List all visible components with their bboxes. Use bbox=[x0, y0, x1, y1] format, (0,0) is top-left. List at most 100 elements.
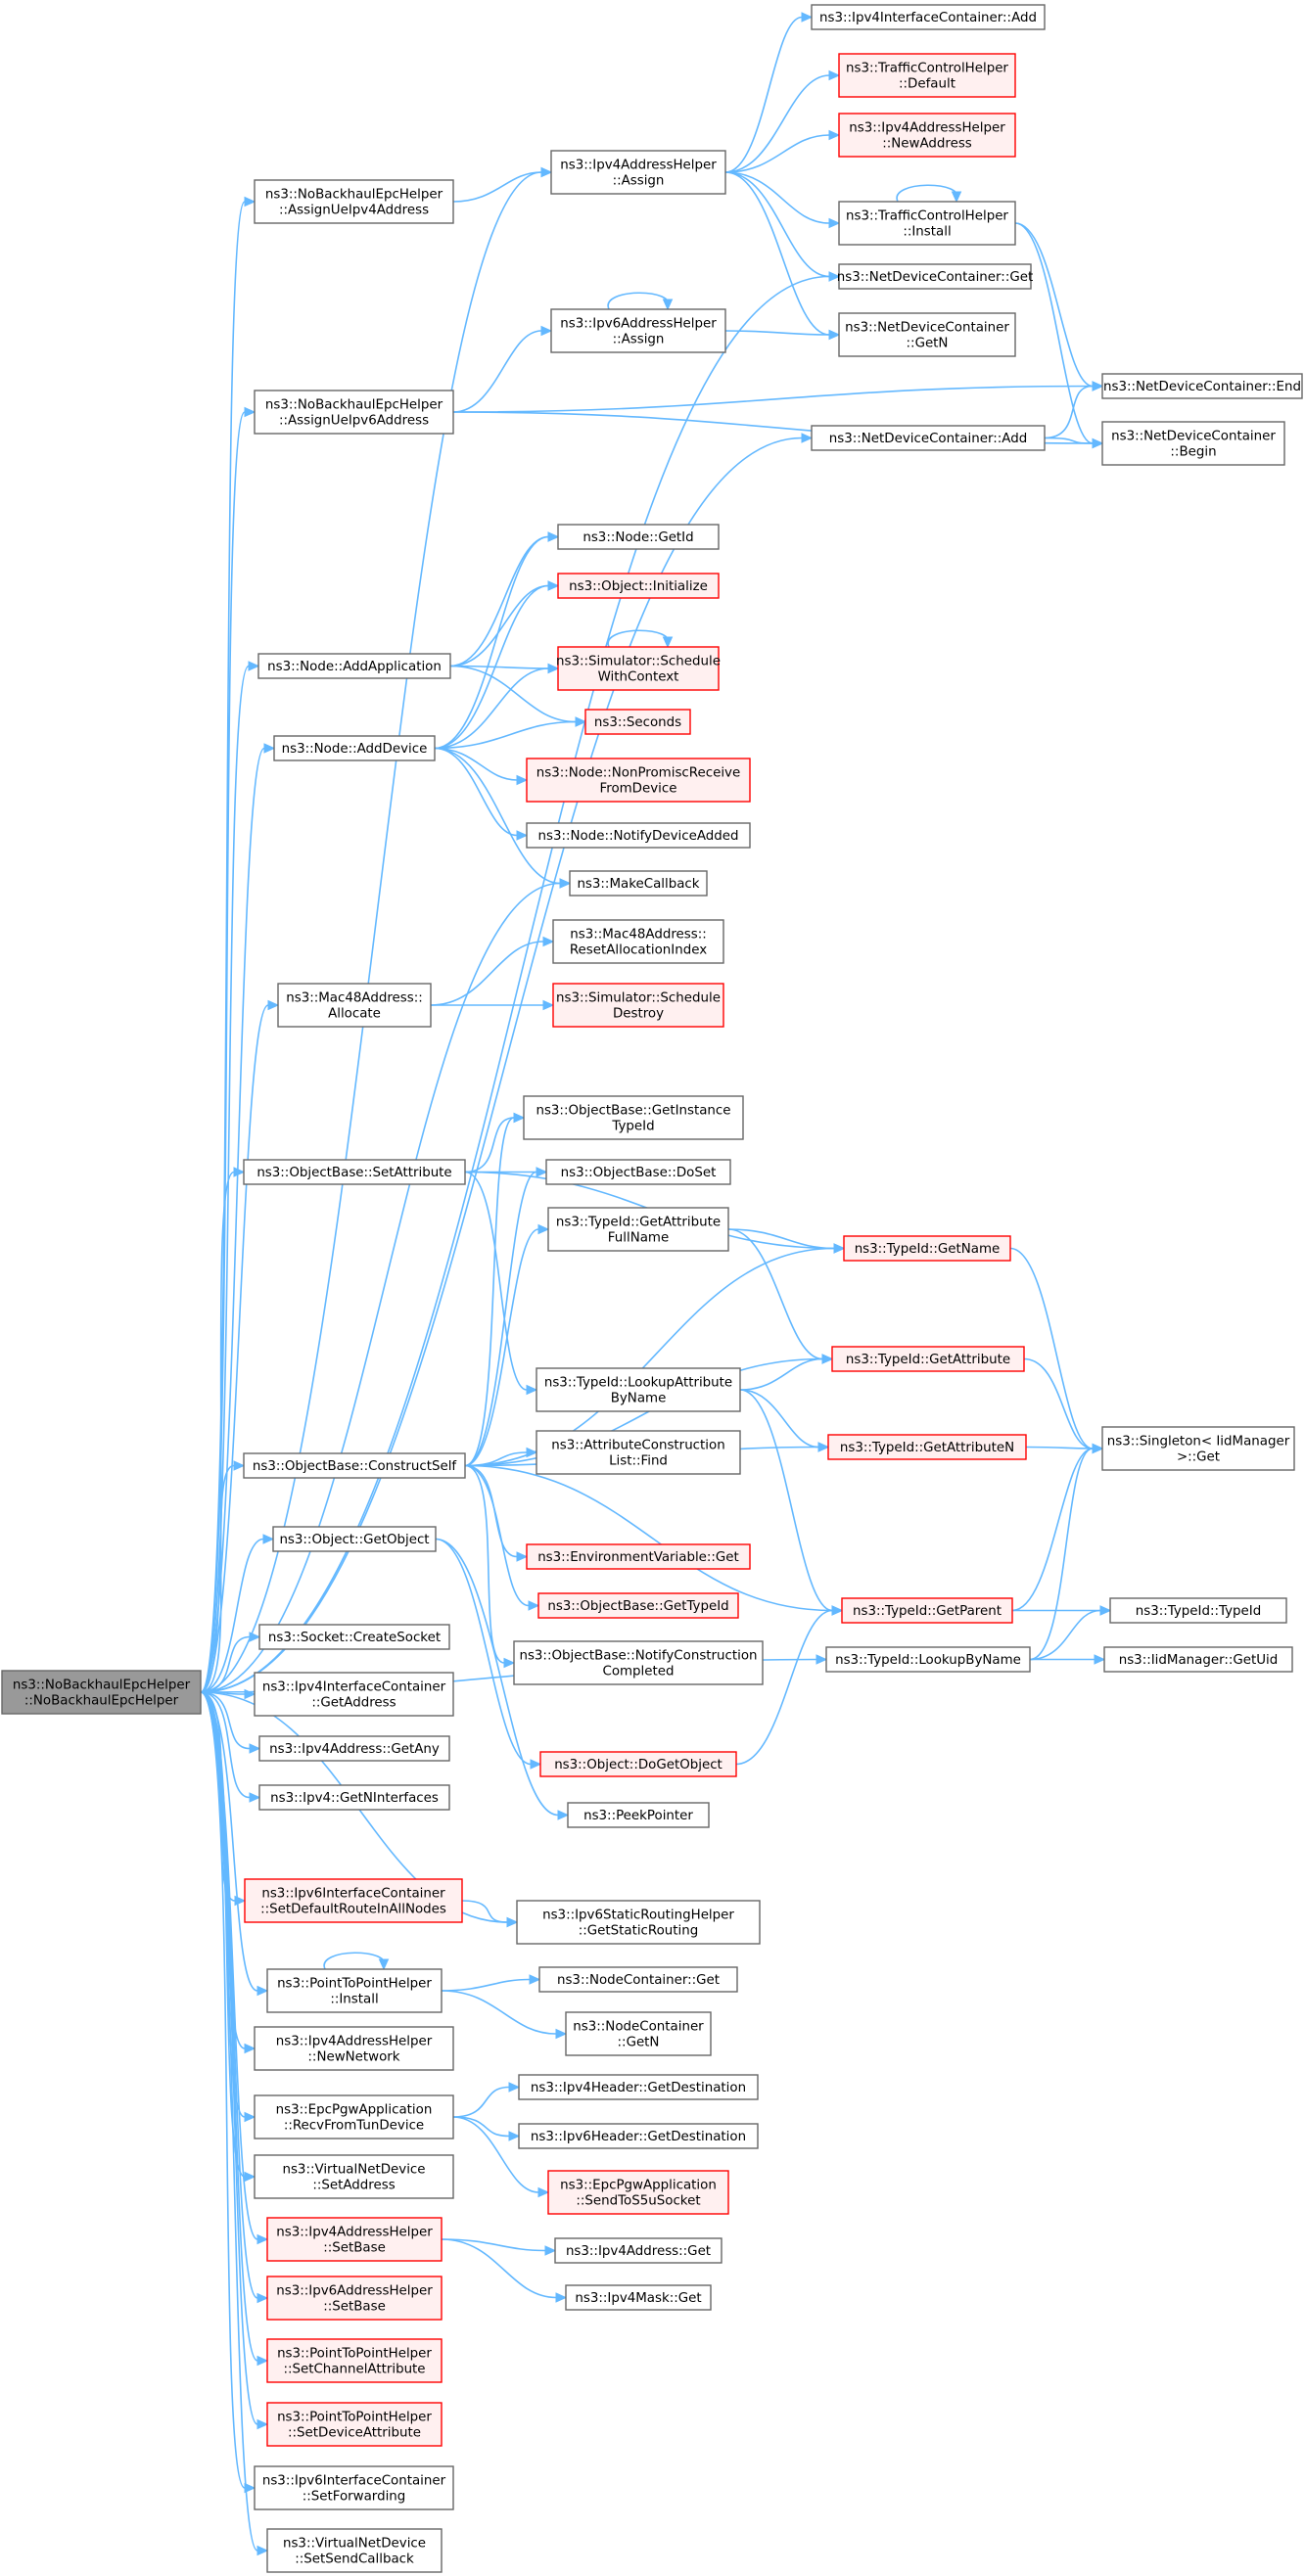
node-ns3-netdevicecontainer-add[interactable]: ns3::NetDeviceContainer::Add bbox=[811, 425, 1046, 451]
node-label: WithContext bbox=[598, 670, 679, 685]
node-ns3-pointtopointhelper-setdeviceattribute[interactable]: ns3::PointToPointHelper::SetDeviceAttrib… bbox=[266, 2402, 443, 2447]
edge-n35-n43 bbox=[464, 1464, 516, 1669]
node-ns3-node-adddevice[interactable]: ns3::Node::AddDevice bbox=[273, 735, 436, 761]
node-ns3-environmentvariable-get[interactable]: ns3::EnvironmentVariable::Get bbox=[526, 1543, 751, 1570]
node-ns3-ipv4-getninterfaces[interactable]: ns3::Ipv4::GetNInterfaces bbox=[258, 1784, 450, 1811]
edge-root-n10 bbox=[200, 406, 256, 1693]
node-ns3-socket-createsocket[interactable]: ns3::Socket::CreateSocket bbox=[258, 1624, 450, 1650]
node-ns3-ipv4addresshelper-assign[interactable]: ns3::Ipv4AddressHelper::Assign bbox=[550, 150, 726, 195]
node-ns3-netdevicecontainer-getn[interactable]: ns3::NetDeviceContainer::GetN bbox=[838, 312, 1016, 357]
node-label: ::GetStaticRouting bbox=[579, 1924, 699, 1939]
node-ns3-typeid-getattribute[interactable]: ns3::TypeId::GetAttribute bbox=[831, 1346, 1025, 1372]
node-ns3-typeid-typeid[interactable]: ns3::TypeId::TypeId bbox=[1109, 1597, 1287, 1624]
node-label: ns3::Ipv4Address::Get bbox=[566, 2244, 711, 2259]
node-ns3-ipv6header-getdestination[interactable]: ns3::Ipv6Header::GetDestination bbox=[518, 2123, 759, 2149]
node-ns3-ipv4mask-get[interactable]: ns3::Ipv4Mask::Get bbox=[565, 2284, 712, 2311]
node-label: ::SetBase bbox=[323, 2241, 386, 2256]
node-ns3-objectbase-setattribute[interactable]: ns3::ObjectBase::SetAttribute bbox=[243, 1159, 466, 1185]
node-label: ns3::NetDeviceContainer bbox=[845, 321, 1009, 336]
node-ns3-epcpgwapplication-sendtos5usocket[interactable]: ns3::EpcPgwApplication::SendToS5uSocket bbox=[547, 2170, 729, 2215]
node-ns3-typeid-lookupbyname[interactable]: ns3::TypeId::LookupByName bbox=[825, 1646, 1031, 1673]
node-ns3-ipv6staticroutinghelper-getstaticrouting[interactable]: ns3::Ipv6StaticRoutingHelper::GetStaticR… bbox=[516, 1900, 761, 1945]
node-ns3-pointtopointhelper-install[interactable]: ns3::PointToPointHelper::Install bbox=[266, 1968, 443, 2013]
node-ns3-typeid-getattributen[interactable]: ns3::TypeId::GetAttributeN bbox=[827, 1434, 1027, 1460]
node-ns3-object-getobject[interactable]: ns3::Object::GetObject bbox=[272, 1526, 437, 1552]
node-box bbox=[545, 1159, 731, 1185]
node-label: ns3::PeekPointer bbox=[583, 1809, 693, 1823]
node-label: ns3::Ipv6InterfaceContainer bbox=[262, 2474, 446, 2489]
node-box bbox=[838, 113, 1016, 158]
node-ns3-virtualnetdevice-setaddress[interactable]: ns3::VirtualNetDevice::SetAddress bbox=[254, 2154, 454, 2199]
node-ns3-netdevicecontainer-begin[interactable]: ns3::NetDeviceContainer::Begin bbox=[1101, 421, 1285, 466]
node-ns3-trafficcontrolhelper-default[interactable]: ns3::TrafficControlHelper::Default bbox=[838, 53, 1016, 98]
node-ns3-objectbase-doset[interactable]: ns3::ObjectBase::DoSet bbox=[545, 1159, 731, 1185]
node-label: ns3::Ipv4InterfaceContainer bbox=[262, 1680, 446, 1695]
node-ns3-typeid-getparent[interactable]: ns3::TypeId::GetParent bbox=[841, 1597, 1013, 1624]
edge-n17-n17 bbox=[607, 629, 674, 649]
node-ns3-nobackhaulepchelper-assignueipv6address[interactable]: ns3::NoBackhaulEpcHelper::AssignUeIpv6Ad… bbox=[254, 390, 454, 435]
node-ns3-singleton-iidmanager-get[interactable]: ns3::Singleton< IidManager>::Get bbox=[1101, 1426, 1295, 1471]
node-ns3-makecallback[interactable]: ns3::MakeCallback bbox=[569, 870, 708, 897]
edge-root-n49 bbox=[200, 1691, 261, 1803]
node-ns3-netdevicecontainer-get[interactable]: ns3::NetDeviceContainer::Get bbox=[837, 263, 1033, 290]
node-ns3-object-dogetobject[interactable]: ns3::Object::DoGetObject bbox=[539, 1751, 737, 1777]
node-ns3-ipv6interfacecontainer-setdefaultrouteinallnodes[interactable]: ns3::Ipv6InterfaceContainer::SetDefaultR… bbox=[244, 1878, 463, 1923]
node-ns3-ipv4header-getdestination[interactable]: ns3::Ipv4Header::GetDestination bbox=[518, 2074, 759, 2100]
node-ns3-ipv4addresshelper-setbase[interactable]: ns3::Ipv4AddressHelper::SetBase bbox=[266, 2217, 443, 2262]
node-box bbox=[258, 1624, 450, 1650]
node-ns3-nodecontainer-get[interactable]: ns3::NodeContainer::Get bbox=[538, 1966, 738, 1993]
node-ns3-objectbase-gettypeid[interactable]: ns3::ObjectBase::GetTypeId bbox=[537, 1592, 739, 1619]
node-label: ResetAllocationIndex bbox=[570, 943, 707, 958]
edge-n32-n34 bbox=[739, 1389, 830, 1452]
node-ns3-nobackhaulepchelper-nobackhaulepchelper[interactable]: ns3::NoBackhaulEpcHelper::NoBackhaulEpcH… bbox=[1, 1670, 202, 1715]
edge-n2-n6 bbox=[724, 171, 841, 229]
edge-n1-n2 bbox=[452, 166, 553, 203]
node-box bbox=[838, 263, 1032, 290]
node-label: ns3::Ipv4AddressHelper bbox=[276, 2035, 433, 2049]
node-ns3-netdevicecontainer-end[interactable]: ns3::NetDeviceContainer::End bbox=[1101, 373, 1303, 399]
node-ns3-ipv4address-getany[interactable]: ns3::Ipv4Address::GetAny bbox=[258, 1735, 450, 1762]
node-ns3-trafficcontrolhelper-install[interactable]: ns3::TrafficControlHelper::Install bbox=[838, 201, 1016, 246]
node-ns3-peekpointer[interactable]: ns3::PeekPointer bbox=[567, 1802, 710, 1828]
node-ns3-epcpgwapplication-recvfromtundevice[interactable]: ns3::EpcPgwApplication::RecvFromTunDevic… bbox=[254, 2094, 454, 2139]
node-ns3-ipv6interfacecontainer-setforwarding[interactable]: ns3::Ipv6InterfaceContainer::SetForwardi… bbox=[254, 2465, 454, 2510]
node-ns3-object-initialize[interactable]: ns3::Object::Initialize bbox=[557, 573, 720, 599]
node-ns3-ipv6addresshelper-assign[interactable]: ns3::Ipv6AddressHelper::Assign bbox=[550, 308, 726, 353]
node-ns3-mac48address-resetallocationindex[interactable]: ns3::Mac48Address::ResetAllocationIndex bbox=[552, 919, 724, 964]
node-ns3-iidmanager-getuid[interactable]: ns3::IidManager::GetUid bbox=[1103, 1646, 1293, 1673]
node-ns3-ipv6addresshelper-setbase[interactable]: ns3::Ipv6AddressHelper::SetBase bbox=[266, 2276, 443, 2321]
node-label: ns3::Node::AddDevice bbox=[282, 742, 428, 757]
node-ns3-nodecontainer-getn[interactable]: ns3::NodeContainer::GetN bbox=[565, 2011, 712, 2056]
node-ns3-ipv4interfacecontainer-add[interactable]: ns3::Ipv4InterfaceContainer::Add bbox=[811, 4, 1046, 30]
node-ns3-objectbase-constructself[interactable]: ns3::ObjectBase::ConstructSelf bbox=[243, 1452, 466, 1479]
node-ns3-pointtopointhelper-setchannelattribute[interactable]: ns3::PointToPointHelper::SetChannelAttri… bbox=[266, 2338, 443, 2383]
node-ns3-ipv4interfacecontainer-getaddress[interactable]: ns3::Ipv4InterfaceContainer::GetAddress bbox=[254, 1672, 454, 1717]
edge-n2-n8 bbox=[724, 171, 841, 341]
node-ns3-node-addapplication[interactable]: ns3::Node::AddApplication bbox=[257, 653, 451, 679]
node-ns3-typeid-getname[interactable]: ns3::TypeId::GetName bbox=[843, 1235, 1011, 1262]
node-ns3-seconds[interactable]: ns3::Seconds bbox=[584, 709, 691, 735]
node-ns3-ipv4addresshelper-newnetwork[interactable]: ns3::Ipv4AddressHelper::NewNetwork bbox=[254, 2026, 454, 2071]
node-ns3-objectbase-notifyconstructioncompleted[interactable]: ns3::ObjectBase::NotifyConstructionCompl… bbox=[513, 1640, 764, 1685]
node-box bbox=[1101, 421, 1285, 466]
node-ns3-ipv4addresshelper-newaddress[interactable]: ns3::Ipv4AddressHelper::NewAddress bbox=[838, 113, 1016, 158]
node-ns3-node-notifydeviceadded[interactable]: ns3::Node::NotifyDeviceAdded bbox=[526, 822, 751, 849]
node-box bbox=[554, 2237, 722, 2264]
edge-n53-n54 bbox=[441, 1974, 541, 1992]
node-label: ::NewAddress bbox=[882, 137, 972, 152]
node-ns3-mac48address-allocate[interactable]: ns3::Mac48Address::Allocate bbox=[277, 983, 432, 1028]
node-label: ns3::PointToPointHelper bbox=[277, 1977, 432, 1992]
node-ns3-virtualnetdevice-setsendcallback[interactable]: ns3::VirtualNetDevice::SetSendCallback bbox=[266, 2528, 443, 2573]
node-ns3-ipv4address-get[interactable]: ns3::Ipv4Address::Get bbox=[554, 2237, 722, 2264]
node-ns3-node-getid[interactable]: ns3::Node::GetId bbox=[557, 524, 720, 550]
node-box bbox=[538, 1966, 738, 1993]
edge-root-n67 bbox=[200, 1691, 269, 2430]
node-ns3-nobackhaulepchelper-assignueipv4address[interactable]: ns3::NoBackhaulEpcHelper::AssignUeIpv4Ad… bbox=[254, 179, 454, 224]
